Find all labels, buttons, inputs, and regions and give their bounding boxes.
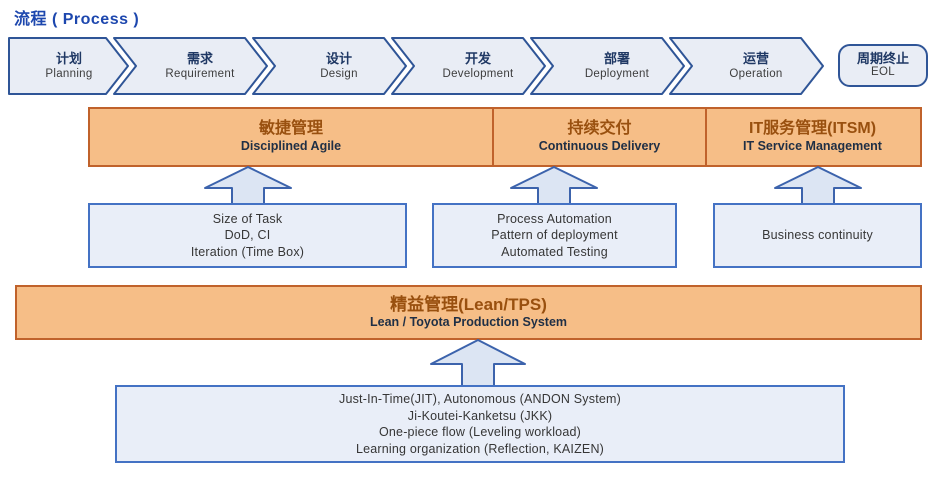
page-title: 流程 ( Process ): [14, 11, 140, 28]
chevron-step-requirement: 需求 Requirement: [113, 37, 269, 95]
block-up-arrow-icon: [510, 166, 598, 205]
box-line: DoD, CI: [224, 228, 271, 243]
band-label-zh: 持续交付: [567, 120, 632, 138]
chevron-step-planning: 计划 Planning: [8, 37, 130, 95]
box-line: Ji-Koutei-Kanketsu (JKK): [407, 408, 553, 423]
step-label-en: Design: [320, 67, 358, 80]
step-label-en: Deployment: [584, 67, 650, 80]
step-label-en: Operation: [729, 67, 783, 80]
chevron-step-design: 设计 Design: [252, 37, 408, 95]
box-line: Business continuity: [762, 228, 873, 243]
step-label-en: Development: [442, 67, 514, 80]
agile-practices-box: Size of Task DoD, CI Iteration (Time Box…: [88, 203, 407, 268]
box-line: Iteration (Time Box): [190, 244, 305, 259]
chevron-step-development: 开发 Development: [391, 37, 547, 95]
band-section-agile: 敏捷管理 Disciplined Agile: [90, 109, 492, 165]
itsm-practices-box: Business continuity: [713, 203, 922, 268]
box-line: Learning organization (Reflection, KAIZE…: [355, 441, 605, 456]
band-label-en: Lean / Toyota Production System: [369, 315, 568, 330]
eol-label-en: EOL: [871, 66, 895, 79]
band-label-en: Disciplined Agile: [240, 139, 342, 154]
chevron-shape-icon: [530, 37, 685, 95]
band-label-en: Continuous Delivery: [538, 139, 661, 154]
block-up-arrow-icon: [204, 166, 292, 205]
block-up-arrow-icon: [774, 166, 862, 205]
box-line: Pattern of deployment: [491, 228, 618, 243]
band-label-en: IT Service Management: [743, 139, 882, 154]
eol-label-zh: 周期终止: [856, 50, 909, 66]
step-label-zh: 部署: [603, 50, 630, 66]
lean-band: 精益管理(Lean/TPS) Lean / Toyota Production …: [15, 285, 922, 340]
box-line: One-piece flow (Leveling workload): [378, 425, 582, 439]
eol-terminator: 周期终止 EOL: [838, 44, 928, 87]
step-label-zh: 设计: [325, 50, 352, 66]
chevron-shape-icon: [669, 37, 824, 95]
practice-band: 敏捷管理 Disciplined Agile 持续交付 Continuous D…: [88, 107, 922, 167]
chevron-shape-icon: [252, 37, 407, 95]
chevron-shape-icon: [113, 37, 268, 95]
step-label-zh: 计划: [55, 50, 82, 66]
box-line: Size of Task: [212, 211, 283, 226]
chevron-step-deployment: 部署 Deployment: [530, 37, 686, 95]
block-up-arrow-icon: [430, 339, 526, 387]
step-label-en: Planning: [45, 67, 93, 80]
cd-practices-box: Process Automation Pattern of deployment…: [432, 203, 677, 268]
step-label-zh: 需求: [186, 50, 213, 66]
step-label-en: Requirement: [165, 67, 235, 80]
band-label-zh: 精益管理(Lean/TPS): [390, 295, 547, 315]
chevron-shape-icon: [8, 37, 129, 95]
box-line: Automated Testing: [501, 244, 608, 259]
box-line: Just-In-Time(JIT), Autonomous (ANDON Sys…: [339, 392, 621, 406]
box-line: Process Automation: [497, 211, 612, 226]
step-label-zh: 运营: [742, 50, 769, 66]
band-section-lean: 精益管理(Lean/TPS) Lean / Toyota Production …: [17, 287, 920, 338]
band-section-continuous-delivery: 持续交付 Continuous Delivery: [492, 109, 705, 165]
band-label-zh: 敏捷管理: [258, 120, 323, 138]
chevron-step-operation: 运营 Operation: [669, 37, 825, 95]
chevron-shape-icon: [391, 37, 546, 95]
step-label-zh: 开发: [464, 50, 491, 66]
lean-practices-box: Just-In-Time(JIT), Autonomous (ANDON Sys…: [115, 385, 845, 463]
band-label-zh: IT服务管理(ITSM): [748, 120, 877, 138]
band-section-itsm: IT服务管理(ITSM) IT Service Management: [705, 109, 918, 165]
